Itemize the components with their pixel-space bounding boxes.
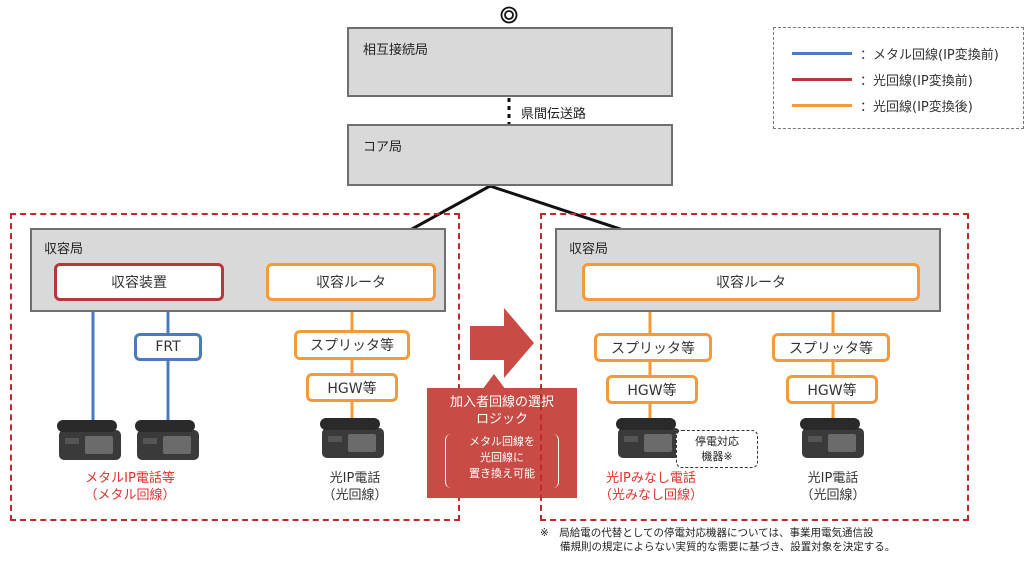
double-circle-icon [500, 6, 518, 24]
right-station-label: 収容局 [569, 242, 609, 257]
frt-box: FRT [134, 333, 202, 361]
selection-logic-box: 加入者回線の選択ロジック メタル回線を光回線に置き換え可能 [427, 374, 577, 498]
right-arrow-icon [470, 308, 534, 378]
selection-logic-note: メタル回線を光回線に置き換え可能 [445, 434, 559, 488]
interconnection-station-label: 相互接続局 [363, 43, 429, 58]
legend-item-optical-after: ：光回線(IP変換後) [792, 96, 973, 115]
left-optical-phone-caption: 光IP電話（光回線） [322, 471, 388, 503]
phone-icon [800, 418, 864, 458]
legend-item-optical-before: ：光回線(IP変換前) [792, 70, 973, 89]
phone-icon [320, 418, 384, 458]
legend: ：メタル回線(IP変換前) ：光回線(IP変換前) ：光回線(IP変換後) [773, 27, 1024, 129]
left-region [10, 213, 460, 521]
right-hgw-b: HGW等 [786, 375, 878, 404]
footnote: ※ 局給電の代替としての停電対応機器については、事業用電気通信設 備規則の規定に… [540, 527, 896, 553]
right-splitter-a: スプリッタ等 [594, 333, 712, 362]
phone-icon [616, 418, 680, 458]
core-station: コア局 [347, 124, 673, 186]
right-hgw-a: HGW等 [606, 375, 698, 404]
interconnection-station: 相互接続局 [347, 27, 673, 97]
left-station-label: 収容局 [44, 242, 84, 257]
core-station-label: コア局 [363, 140, 403, 155]
link-label: 県間伝送路 [521, 107, 587, 122]
deemed-phone-caption: 光IPみなし電話（光みなし回線） [598, 471, 703, 503]
right-splitter-b: スプリッタ等 [772, 333, 890, 362]
right-router: 収容ルータ [582, 263, 920, 301]
accommodation-device: 収容装置 [54, 263, 224, 301]
right-optical-phone-caption: 光IP電話（光回線） [800, 471, 866, 503]
legend-item-metal: ：メタル回線(IP変換前) [792, 44, 999, 63]
right-region [540, 213, 969, 521]
backup-device-box: 停電対応機器※ [676, 430, 758, 468]
left-splitter: スプリッタ等 [294, 330, 410, 360]
left-router: 収容ルータ [266, 263, 436, 301]
phone-icon [57, 420, 121, 460]
selection-logic-title: 加入者回線の選択ロジック [449, 395, 554, 427]
metal-phone-caption: メタルIP電話等（メタル回線） [84, 471, 176, 503]
left-hgw: HGW等 [306, 373, 398, 402]
phone-icon [135, 420, 199, 460]
